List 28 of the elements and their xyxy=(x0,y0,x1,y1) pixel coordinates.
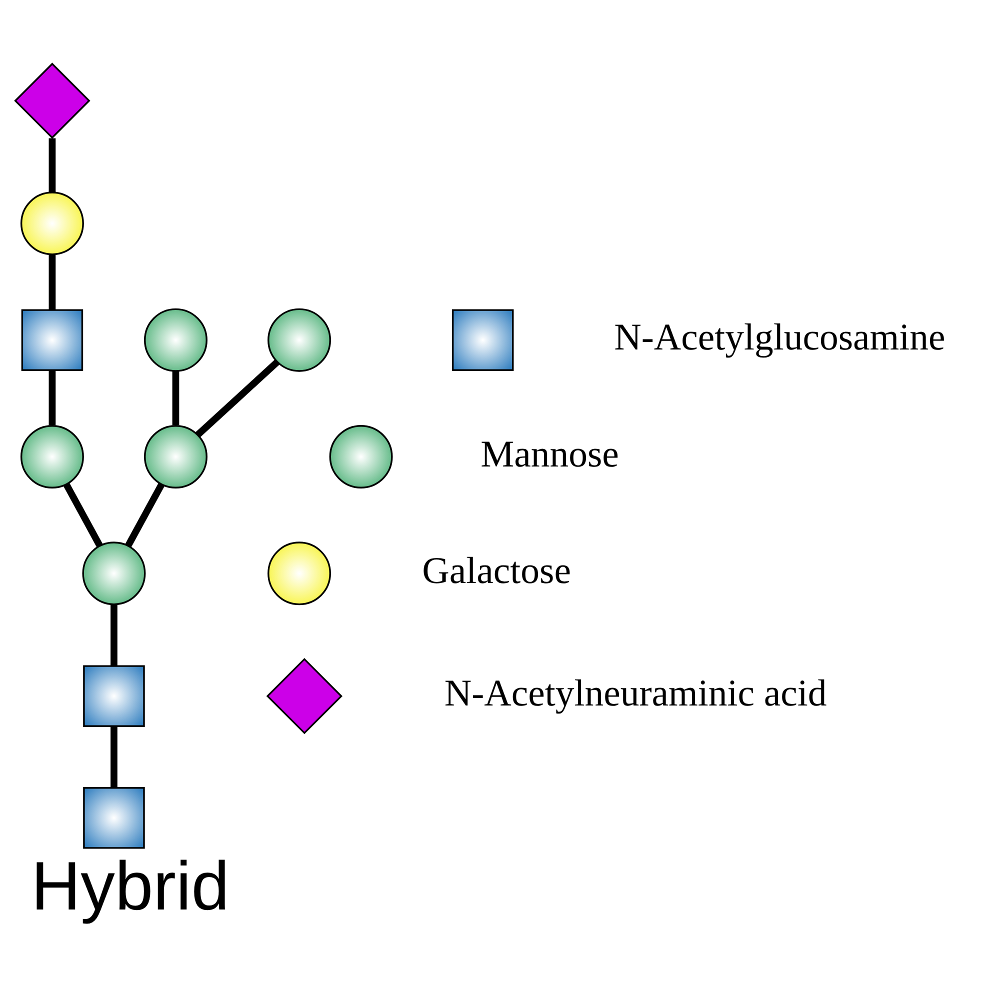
connector xyxy=(125,482,164,547)
legend-label: N-Acetylneuraminic acid xyxy=(444,672,827,714)
legend-label: Galactose xyxy=(422,550,571,592)
node-circle xyxy=(268,541,331,605)
node-box xyxy=(452,308,514,370)
node-box xyxy=(21,308,84,370)
node-circle xyxy=(144,424,208,488)
node-diamond xyxy=(266,657,343,734)
legend-label: N-Acetylglucosamine xyxy=(614,316,946,358)
connector xyxy=(195,359,280,437)
node-circle xyxy=(20,424,84,488)
node-box xyxy=(83,786,145,848)
node-circle xyxy=(329,424,393,488)
connector xyxy=(48,138,56,192)
node-circle xyxy=(20,191,84,255)
node-circle xyxy=(82,541,146,605)
node-box xyxy=(83,664,145,726)
legend-label: Mannose xyxy=(480,432,619,475)
connector xyxy=(110,726,118,788)
node-circle xyxy=(144,308,208,372)
node-diamond xyxy=(14,62,90,138)
connector xyxy=(48,254,56,310)
connector xyxy=(172,371,180,425)
connector xyxy=(110,604,118,666)
node-circle xyxy=(268,308,331,372)
connector xyxy=(48,370,56,425)
connector xyxy=(64,482,103,547)
caption: Hybrid xyxy=(31,847,230,924)
